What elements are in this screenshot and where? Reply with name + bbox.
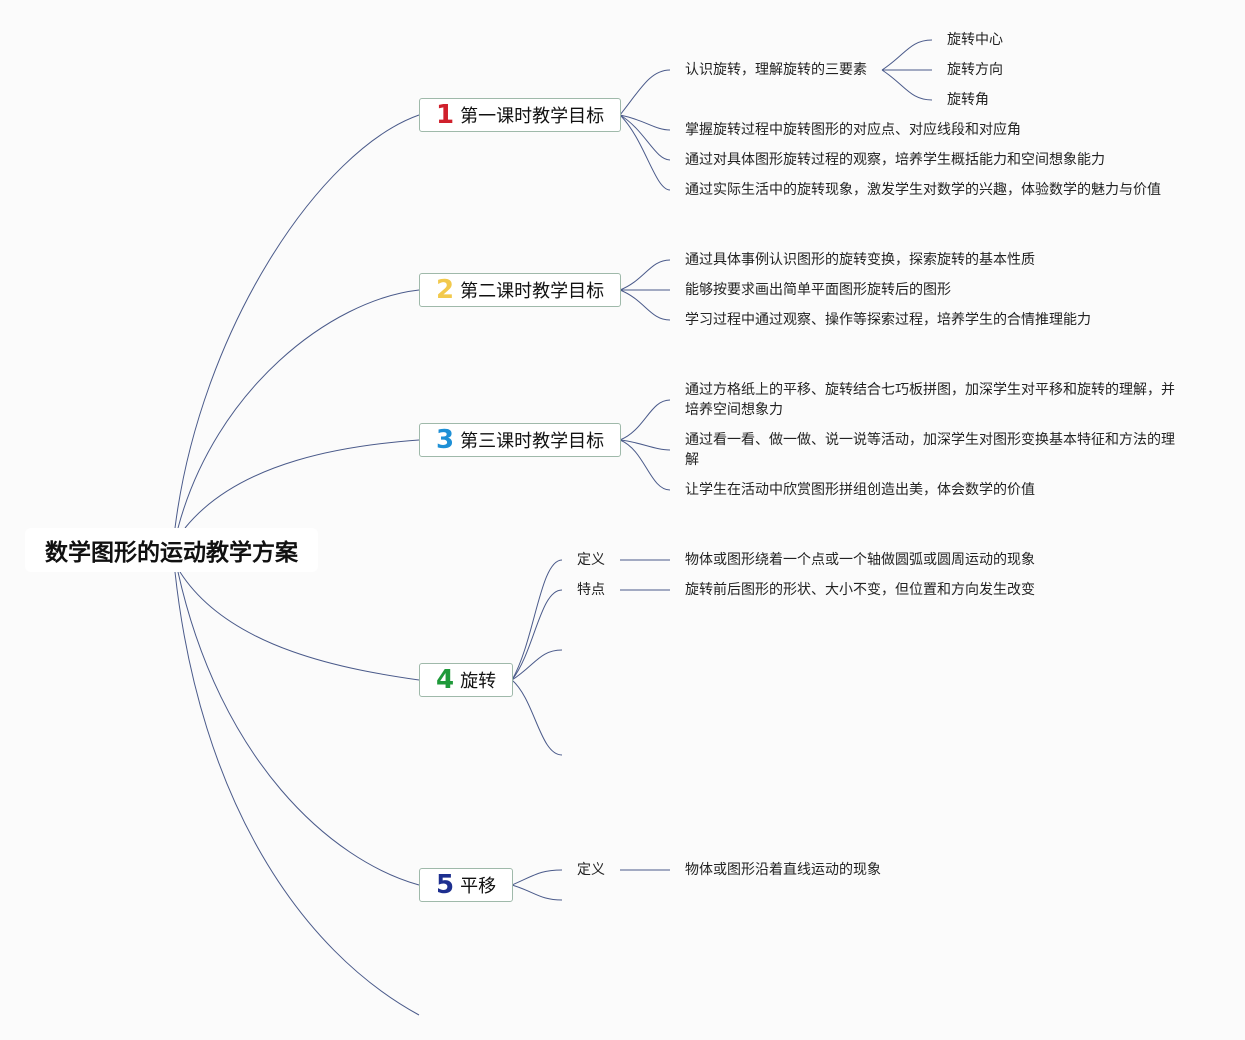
connector-t3-item3 bbox=[619, 439, 671, 491]
connector-t5-item2 bbox=[511, 884, 563, 901]
topic-2[interactable]: 2 第二课时教学目标 bbox=[419, 273, 621, 307]
topic-1-item-1-child-2[interactable]: 旋转方向 bbox=[947, 62, 1003, 78]
topic-3[interactable]: 3 第三课时教学目标 bbox=[419, 423, 621, 457]
topic-1-item-3[interactable]: 通过对具体图形旋转过程的观察，培养学生概括能力和空间想象能力 bbox=[685, 152, 1105, 168]
topic-4-item-2[interactable]: 特点 bbox=[577, 582, 605, 598]
topic-1-number: 1 bbox=[436, 100, 455, 130]
topic-5[interactable]: 5 平移 bbox=[419, 868, 513, 902]
connector-t1-item2 bbox=[619, 114, 671, 131]
topic-1-item-1[interactable]: 认识旋转，理解旋转的三要素 bbox=[685, 62, 867, 78]
connector-t4-item3 bbox=[511, 649, 563, 681]
connector-t1-sub3 bbox=[881, 69, 933, 101]
topic-1-item-1-child-1[interactable]: 旋转中心 bbox=[947, 32, 1003, 48]
topic-5-item-1-detail[interactable]: 物体或图形沿着直线运动的现象 bbox=[685, 862, 881, 878]
topic-4-item-1[interactable]: 定义 bbox=[577, 552, 605, 568]
connector-root-topic2 bbox=[177, 289, 420, 529]
connector-root-topic1 bbox=[174, 114, 420, 529]
topic-1-item-4[interactable]: 通过实际生活中的旋转现象，激发学生对数学的兴趣，体验数学的魅力与价值 bbox=[685, 182, 1161, 198]
topic-1[interactable]: 1 第一课时教学目标 bbox=[419, 98, 621, 132]
topic-3-item-2[interactable]: 通过看一看、做一做、说一说等活动，加深学生对图形变换基本特征和方法的理解 bbox=[685, 432, 1175, 468]
topic-3-item-3[interactable]: 让学生在活动中欣赏图形拼组创造出美，体会数学的价值 bbox=[685, 482, 1035, 498]
connector-t1-item3 bbox=[619, 114, 671, 161]
topic-4[interactable]: 4 旋转 bbox=[419, 663, 513, 697]
topic-3-item-1[interactable]: 通过方格纸上的平移、旋转结合七巧板拼图，加深学生对平移和旋转的理解，并培养空间想… bbox=[685, 382, 1175, 418]
connector-t3-item2 bbox=[619, 439, 671, 451]
topic-4-item-2-detail[interactable]: 旋转前后图形的形状、大小不变，但位置和方向发生改变 bbox=[685, 582, 1035, 598]
connector-root-topic3 bbox=[184, 439, 420, 529]
connector-t3-item1 bbox=[619, 399, 671, 441]
topic-2-item-2[interactable]: 能够按要求画出简单平面图形旋转后的图形 bbox=[685, 282, 951, 298]
connector-t4-item4 bbox=[511, 679, 563, 756]
connector-root-extra bbox=[174, 571, 420, 1016]
topic-2-label: 第二课时教学目标 bbox=[460, 281, 605, 302]
connector-t4-item2 bbox=[511, 589, 563, 681]
topic-4-number: 4 bbox=[436, 665, 455, 695]
connector-t1-item4 bbox=[619, 114, 671, 191]
topic-4-label: 旋转 bbox=[460, 671, 497, 692]
topic-4-item-1-detail[interactable]: 物体或图形绕着一个点或一个轴做圆弧或圆周运动的现象 bbox=[685, 552, 1035, 568]
connector-t2-item1 bbox=[619, 259, 671, 291]
topic-5-label: 平移 bbox=[460, 876, 497, 897]
topic-2-item-1[interactable]: 通过具体事例认识图形的旋转变换，探索旋转的基本性质 bbox=[685, 252, 1035, 268]
root-title[interactable]: 数学图形的运动教学方案 bbox=[25, 528, 318, 572]
topic-3-label: 第三课时教学目标 bbox=[460, 431, 605, 452]
topic-1-item-1-child-3[interactable]: 旋转角 bbox=[947, 92, 989, 108]
connector-root-topic5 bbox=[177, 571, 420, 886]
topic-1-item-2[interactable]: 掌握旋转过程中旋转图形的对应点、对应线段和对应角 bbox=[685, 122, 1021, 138]
connector-t2-item3 bbox=[619, 289, 671, 321]
connector-t4-item1 bbox=[511, 559, 563, 681]
topic-5-number: 5 bbox=[436, 870, 455, 900]
topic-1-label: 第一课时教学目标 bbox=[460, 106, 605, 127]
connector-root-topic4 bbox=[179, 571, 420, 681]
topic-5-item-1[interactable]: 定义 bbox=[577, 862, 605, 878]
connector-t1-sub1 bbox=[881, 39, 933, 71]
connector-t5-item1 bbox=[511, 869, 563, 886]
connector-t1-item1 bbox=[619, 69, 671, 116]
topic-2-item-3[interactable]: 学习过程中通过观察、操作等探索过程，培养学生的合情推理能力 bbox=[685, 312, 1091, 328]
topic-2-number: 2 bbox=[436, 275, 455, 305]
topic-3-number: 3 bbox=[436, 425, 455, 455]
